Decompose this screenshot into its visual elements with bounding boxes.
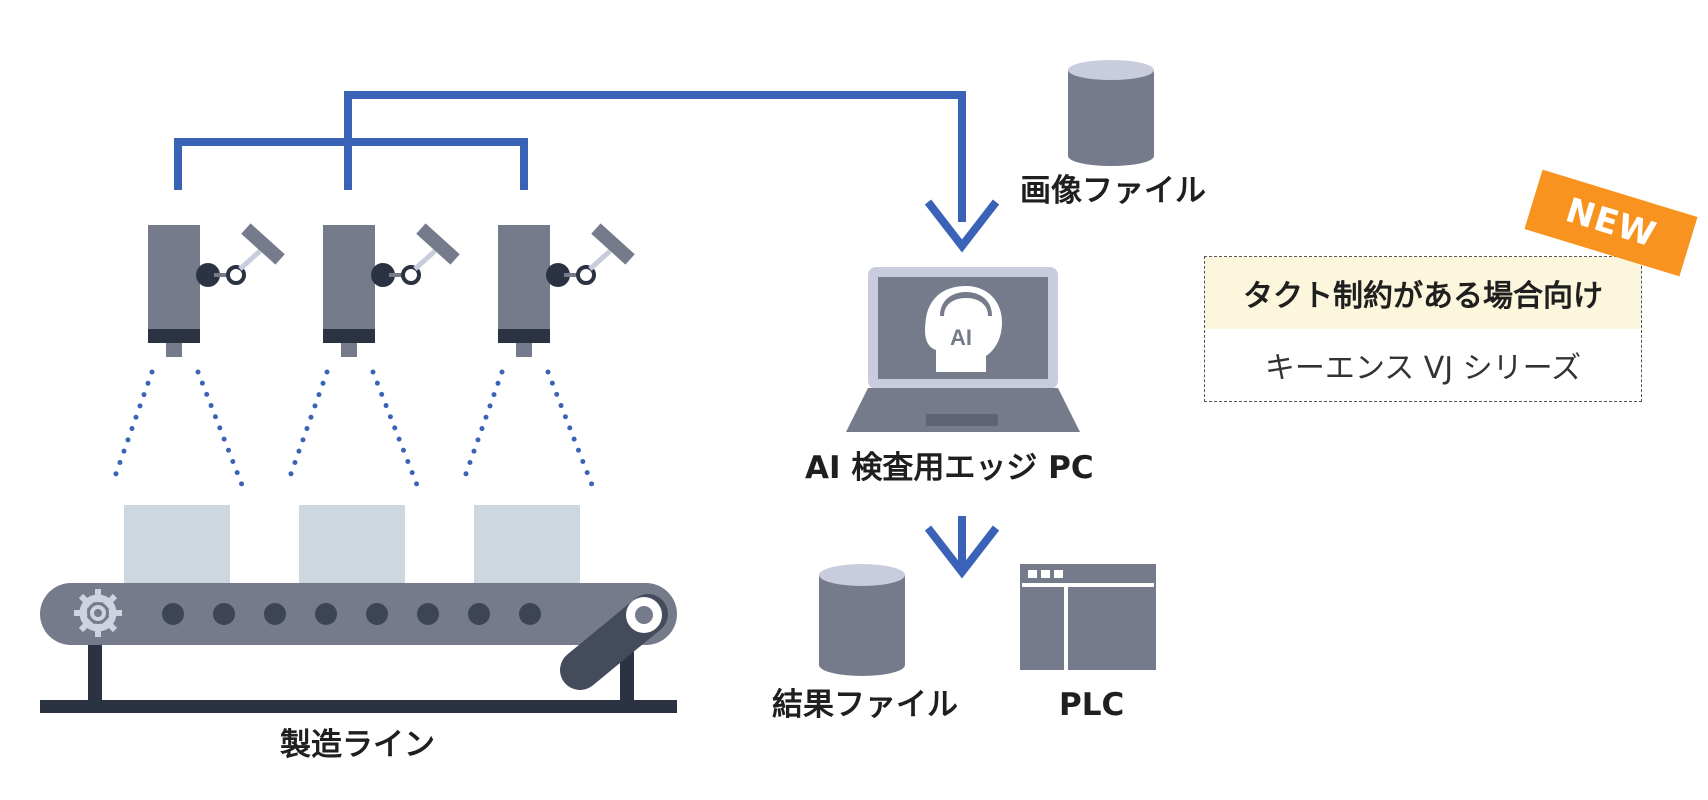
product-box (124, 505, 230, 585)
spec-box: タクト制約がある場合向け キーエンス VJ シリーズ (1204, 256, 1642, 402)
spec-product: キーエンス VJ シリーズ (1264, 351, 1582, 386)
result-file-label: 結果ファイル (772, 687, 958, 723)
edge-pc-label: AI 検査用エッジ PC (805, 450, 1094, 486)
arrow-down-icon (924, 516, 1000, 579)
ai-badge-text: AI (950, 325, 972, 350)
gear-icon (74, 589, 122, 637)
ai-head-icon: AI (925, 286, 1002, 372)
image-file-label: 画像ファイル (1020, 173, 1206, 209)
database-icon (1068, 60, 1154, 166)
production-line-label: 製造ライン (280, 727, 435, 763)
camera-network-lines (174, 91, 1000, 253)
product-box (474, 505, 580, 585)
arrow-to-pc-icon (924, 199, 1000, 253)
plc-label: PLC (1059, 687, 1125, 723)
plc-window-icon (1020, 564, 1156, 670)
laptop-icon: AI (846, 267, 1080, 432)
camera-view-lines (109, 369, 595, 488)
spec-heading: タクト制約がある場合向け (1205, 257, 1641, 329)
database-icon (819, 564, 905, 676)
camera-icon (498, 223, 635, 357)
product-box (299, 505, 405, 585)
camera-icon (323, 223, 460, 357)
camera-icon (148, 223, 285, 357)
conveyor-icon (40, 583, 677, 713)
